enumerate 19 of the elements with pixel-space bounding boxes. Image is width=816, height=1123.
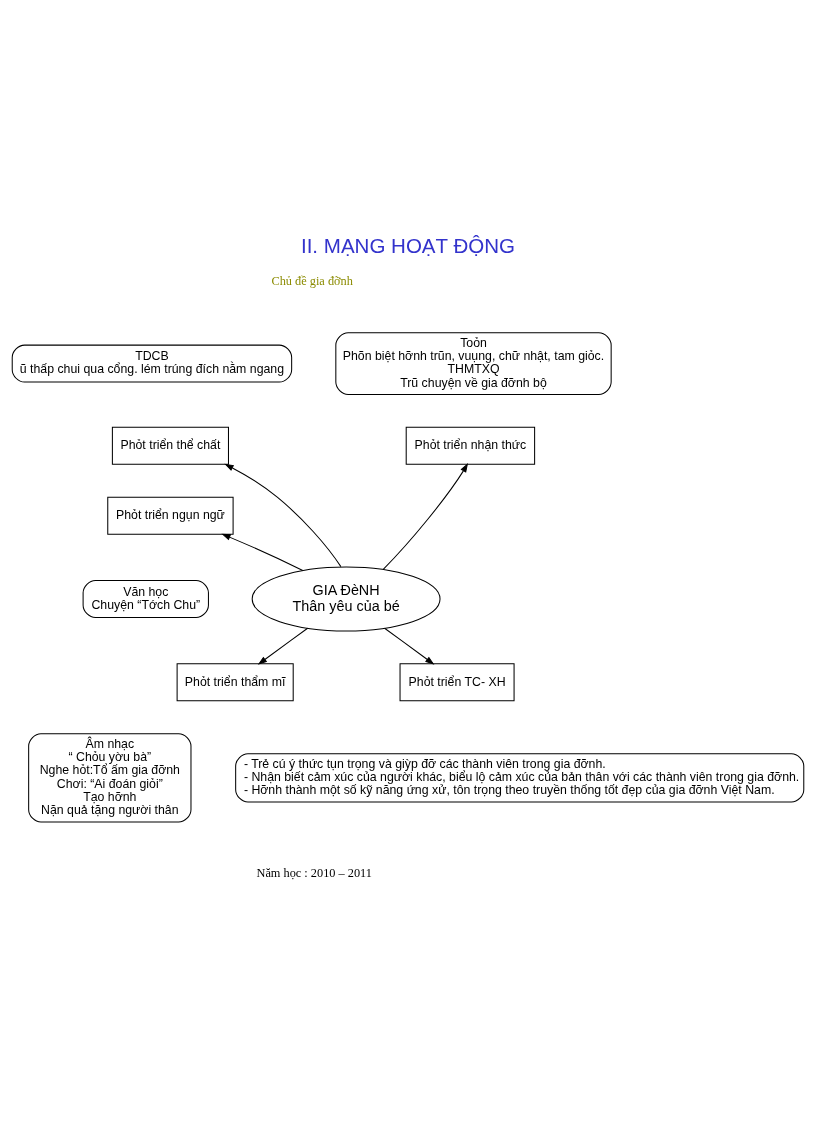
arrow [382,462,469,570]
node-box: Âm nhạc “ Chỏu yờu bà” Nghe hỏt:Tổ ấm gia đỡnh Chơi: “Ai đoán giỏi” Tạo hỡnh Nặn quả tặng người thân [28,732,192,823]
node-box: Toỏn Phõn biệt hỡnh trũn, vuụng, chữ nhật, tam giỏc. THMTXQ Trũ chuyện về gia đỡnh bộ [335,331,612,395]
label: Chủ đề gia đỡnh [271,273,353,288]
diagram-title: II. MẠNG HOẠT ĐỘNG [300,233,516,257]
arrow [257,627,309,665]
node-ellipse: GIA ĐèNH Thân yêu của bé [251,565,441,632]
node-box: Phỏt triển ngụn ngữ [107,496,234,535]
arrow [384,627,435,665]
node-box: TDCB ũ thấp chui qua cổng. lém trúng đích nằm ngang [11,344,293,383]
node-box: Phỏt triển thể chất [111,426,229,465]
node-box: Phỏt triển thẩm mĩ [176,662,294,701]
node-box: Phỏt triển nhận thức [405,426,536,465]
node-box: Phỏt triển TC- XH [399,662,515,701]
node-box: Văn học Chuyện “Tớch Chu” [82,579,209,618]
node-box: - Trẻ cú ý thức tụn trọng và giỳp đỡ các thành viên trong gia đỡnh. - Nhận biết cảm xúc của người khác, biểu lộ cảm xúc của bản thân với các thành viên trong gia đỡnh. - Hỡnh thành một số kỹ năng ứng xử, tôn trọng theo truyền thống tốt đẹp của gia đỡnh Việt Nam. [235,752,805,802]
arrow [221,533,304,571]
label: Năm học : 2010 – 2011 [256,865,372,880]
arrow [224,463,342,567]
